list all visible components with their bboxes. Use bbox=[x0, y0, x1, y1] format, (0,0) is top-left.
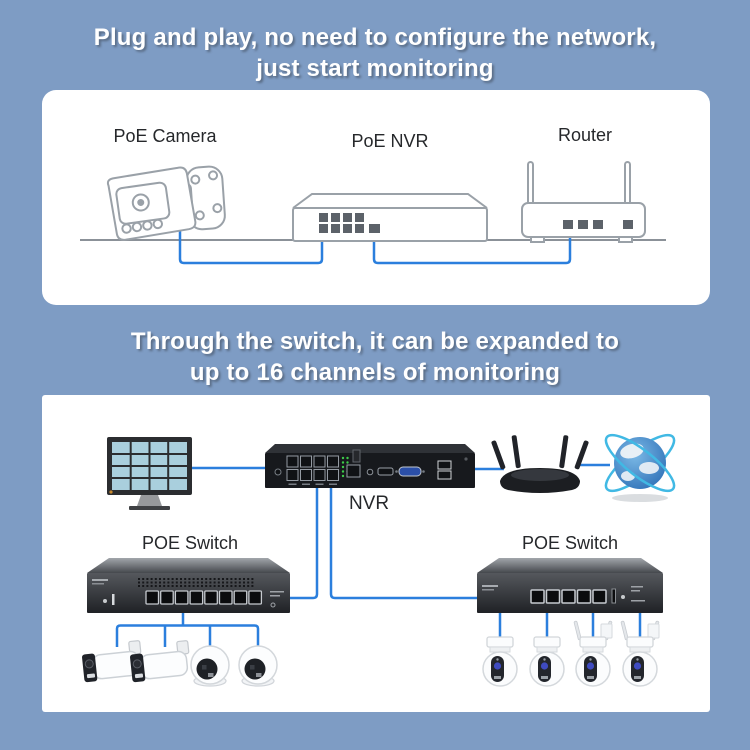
poe-nvr-lineart-icon bbox=[292, 193, 488, 242]
cable-nvr-to-router bbox=[372, 230, 572, 265]
ptz-camera-icon bbox=[573, 620, 613, 687]
cable-camera-to-nvr bbox=[178, 228, 324, 265]
ptz-camera-icon bbox=[529, 636, 565, 687]
cables-right-switch-to-cameras bbox=[498, 613, 642, 638]
poe-camera-label: PoE Camera bbox=[113, 126, 217, 146]
bullet-camera-lineart-icon bbox=[106, 165, 226, 241]
nvr-label: NVR bbox=[348, 493, 390, 514]
poe-switch-8port-icon bbox=[87, 558, 290, 613]
plug-play-diagram bbox=[80, 161, 666, 265]
wifi-router-icon bbox=[491, 435, 589, 493]
plug-play-heading: Plug and play, no need to configure the … bbox=[0, 22, 750, 84]
switch-diagram bbox=[82, 433, 676, 687]
router-lineart-icon bbox=[521, 161, 646, 243]
dome-camera-icon bbox=[190, 645, 230, 687]
switch-heading-line2: up to 16 channels of monitoring bbox=[189, 359, 561, 386]
router-label: Router bbox=[557, 125, 613, 145]
bullet-camera-icon bbox=[82, 640, 142, 683]
switch-heading: Through the switch, it can be expanded t… bbox=[0, 326, 750, 388]
poe-switch-right-label: POE Switch bbox=[521, 533, 619, 553]
cables-left-switch-to-cameras bbox=[115, 613, 260, 647]
cable-nvr-to-right-switch bbox=[329, 488, 477, 600]
bullet-camera-icon bbox=[130, 640, 190, 683]
poe-switch-5port-icon bbox=[477, 558, 663, 613]
plug-play-card: PoE Camera PoE NVR Router bbox=[42, 90, 710, 305]
poe-switch-left-label: POE Switch bbox=[141, 533, 239, 553]
ptz-camera-icon bbox=[620, 620, 660, 687]
ptz-camera-icon bbox=[482, 636, 518, 687]
monitor-16ch-icon bbox=[107, 437, 192, 510]
internet-globe-icon bbox=[604, 433, 676, 502]
poe-nvr-label: PoE NVR bbox=[351, 131, 429, 151]
cable-nvr-to-left-switch bbox=[290, 488, 319, 600]
plug-play-heading-line1: Plug and play, no need to configure the … bbox=[93, 24, 657, 51]
plug-play-heading-line2: just start monitoring bbox=[256, 55, 494, 82]
dome-camera-icon bbox=[238, 645, 278, 687]
switch-heading-line1: Through the switch, it can be expanded t… bbox=[130, 328, 620, 355]
switch-card: NVR POE Switch POE Switch bbox=[42, 395, 710, 712]
nvr-device-icon bbox=[265, 444, 475, 488]
